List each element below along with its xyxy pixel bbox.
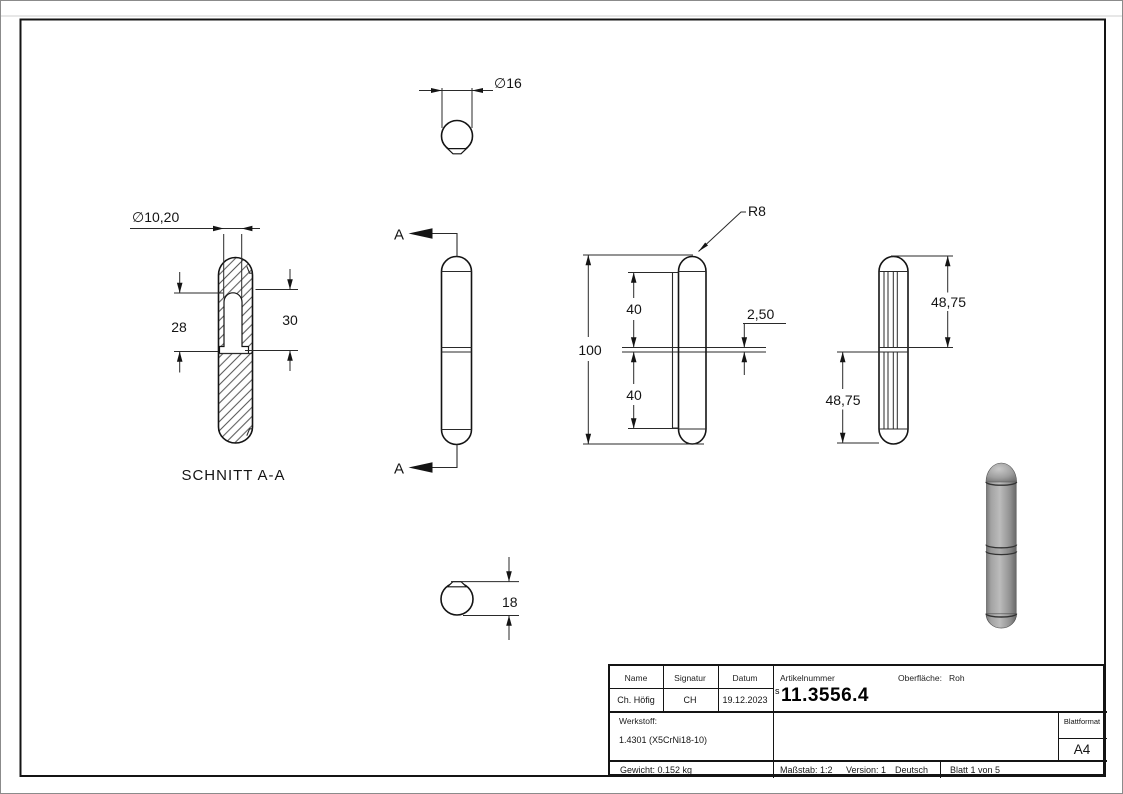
top-view-circle [440,119,474,153]
version: Version: 1 [846,765,887,775]
werkstoff-value: 1.4301 (X5CrNi18-10) [619,735,708,745]
dim-lower-half: 48,75 [825,392,860,408]
blatt: Blatt 1 von 5 [950,765,1001,775]
dim-bottom-width: 18 [502,594,518,610]
front-view-body [677,255,707,445]
profile-tab-lines [883,271,898,429]
view-section: ∅10,20 28 30 SCHNITT A-A [130,209,298,484]
view-top: ∅16 [419,75,522,155]
dim-top-diameter: ∅16 [494,75,522,91]
oberflaeche-value: Roh [948,673,965,683]
gewicht: Gewicht: 0.152 kg [620,765,693,775]
section-title: SCHNITT A-A [181,467,285,484]
bottom-view-circle [440,582,474,616]
section-marker-bottom: A [394,461,404,478]
massstab: Maßstab: 1:2 [780,765,833,775]
artikelnummer-value: 11.3556.4 [781,685,869,706]
view-bottom: 18 [440,557,519,640]
dim-counter-depth: 30 [282,312,298,328]
top-view-tab [445,148,469,155]
view-front: R8 100 40 40 2,50 [578,203,786,445]
blattformat-label: Blattformat [1063,717,1101,726]
dim-hole-diameter: ∅10,20 [132,209,179,225]
datum-value: 19.12.2023 [722,695,768,705]
pin-seam [985,544,1018,549]
artikelnummer: s11.3556.4 [775,685,869,707]
title-block: Name Signatur Datum Artikelnummer Oberfl… [608,664,1107,778]
dim-hole-depth: 28 [171,319,187,335]
signatur-value: CH [683,695,697,705]
side-view-body [440,255,473,446]
artikelnummer-prefix: s [775,686,780,696]
pin-top-dome [985,462,1017,483]
render-3d-pin [985,462,1018,629]
oberflaeche: Oberfläche: Roh [898,673,965,683]
oberflaeche-label: Oberfläche: [898,673,942,683]
name-value: Ch. Höfig [617,695,655,705]
werkstoff-label: Werkstoff: [619,716,657,726]
dim-upper-half: 48,75 [931,294,966,310]
dim-upper-segment: 40 [626,301,642,317]
dim-lower-segment: 40 [626,387,642,403]
sheet-frame [1,15,1122,777]
blattformat-value: A4 [1073,742,1091,757]
bottom-view-tab [445,581,469,588]
col-header-signatur: Signatur [674,673,706,683]
section-hole [218,292,250,355]
col-header-datum: Datum [732,673,758,683]
artikelnummer-label: Artikelnummer [780,673,835,683]
dim-gap: 2,50 [747,306,774,322]
col-header-name: Name [624,673,648,683]
dim-overall-length: 100 [578,342,602,358]
view-side: A A [394,227,473,478]
view-right-profile: 48,75 48,75 [825,255,966,445]
dim-radius: R8 [748,203,766,219]
section-marker-top: A [394,227,404,244]
sprache: Deutsch [895,765,929,775]
